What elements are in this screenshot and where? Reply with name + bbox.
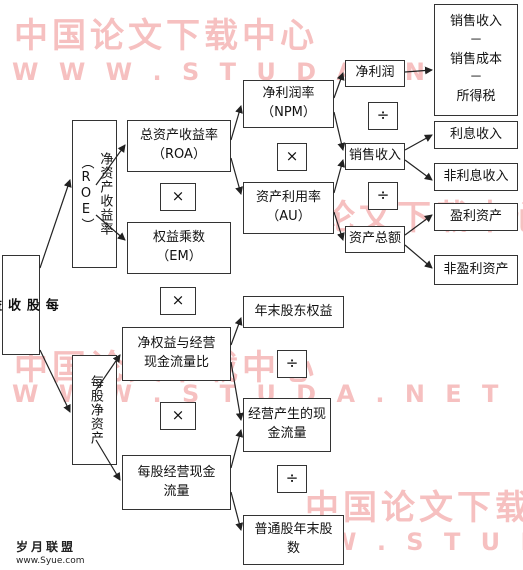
operator-multiply-bvps: × — [160, 402, 196, 430]
operator-divide-au: ÷ — [368, 182, 398, 210]
node-roa: 总资产收益率 （ROA） — [127, 120, 231, 172]
node-equity-cashflow-ratio: 净权益与经营 现金流量比 — [122, 327, 231, 381]
node-sales-income: 销售收入 — [345, 143, 405, 170]
node-non-earning-assets: 非盈利资产 — [434, 255, 518, 285]
logo-syue: 岁月联盟 — [16, 540, 77, 554]
node-roe: 净资产收益率（ROE） — [72, 120, 117, 268]
node-sales-calculation: 销售收入 － 销售成本 － 所得税 — [434, 4, 518, 116]
node-interest-income: 利息收入 — [434, 121, 518, 149]
node-total-assets: 资产总额 — [345, 226, 405, 253]
logo-url: www.Syue.com — [16, 556, 85, 566]
node-year-end-equity: 年末股东权益 — [243, 296, 344, 328]
watermark-cn-top: 中国论文下载中心 — [14, 16, 318, 56]
watermark-en-bottom: W . S T U D A — [330, 528, 523, 556]
operator-multiply-roa-em: × — [160, 183, 196, 211]
node-net-profit: 净利润 — [345, 60, 405, 87]
node-npm: 净利润率 （NPM） — [243, 80, 334, 128]
node-em: 权益乘数 （EM） — [127, 222, 231, 274]
operator-divide-cashflow-shares: ÷ — [277, 465, 307, 493]
node-bvps: 每股净资产 — [72, 355, 117, 465]
operator-multiply-eps: × — [160, 287, 196, 315]
node-shares-year-end: 普通股年末股 数 — [243, 515, 344, 565]
operator-divide-npm: ÷ — [368, 102, 398, 130]
node-eps: 每 股 收 益 — [0, 255, 58, 355]
node-op-cashflow-per-share: 每股经营现金 流量 — [122, 455, 231, 510]
operator-multiply-npm-au: × — [277, 143, 307, 171]
node-op-cashflow: 经营产生的现 金流量 — [243, 398, 331, 452]
node-non-interest-income: 非利息收入 — [434, 163, 518, 191]
operator-divide-equity-cashflow: ÷ — [277, 350, 307, 378]
node-earning-assets: 盈利资产 — [434, 203, 518, 231]
node-au: 资产利用率 （AU） — [243, 182, 334, 234]
